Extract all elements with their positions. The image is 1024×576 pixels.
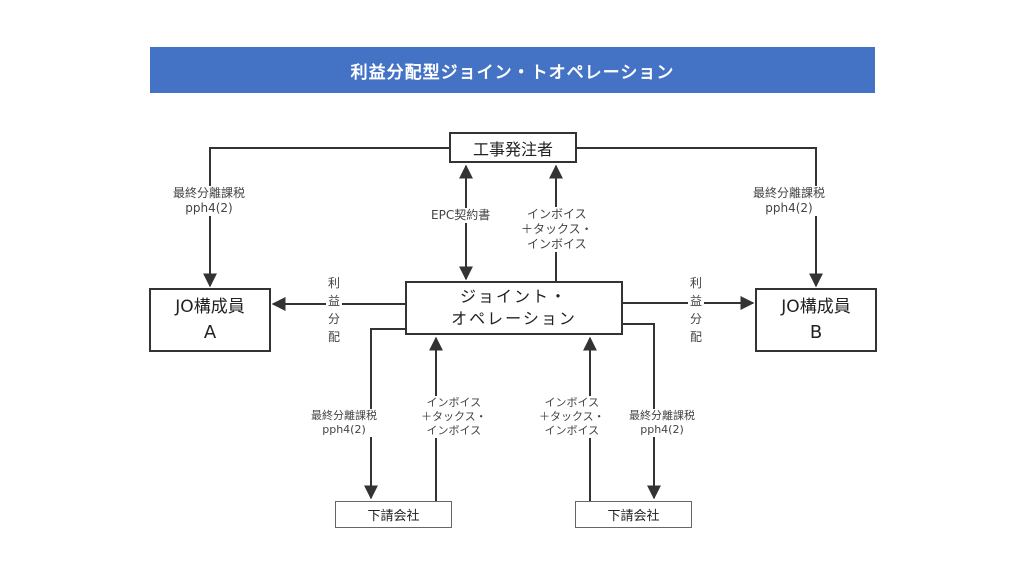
profit-label-a: 利益分配 [326,274,342,346]
invoice-text-3: インボイス [426,424,482,437]
member-a-letter: A [203,322,217,343]
epc-label: EPC契約書 [430,208,492,223]
tax-text-1: 最終分離課税 [629,409,695,422]
tax-text-2: pph4(2) [322,423,366,436]
invoice-text-3: インボイス [544,424,600,437]
invoice-text-1: インボイス [426,396,482,409]
member-a-label: JO構成員 [175,297,245,317]
tax-text-2: pph4(2) [765,201,813,215]
profit-label-b: 利益分配 [688,274,704,346]
subcontractor-1-label: 下請会社 [367,509,420,524]
tax-label-sub1: 最終分離課税 pph4(2) [310,409,378,437]
tax-text-1: 最終分離課税 [311,409,377,422]
invoice-text-2: ＋タックス・ [421,410,487,423]
invoice-text-2: ＋タックス・ [539,410,605,423]
member-b-letter: B [809,322,823,343]
subcontractor-1-node: 下請会社 [335,501,452,528]
jo-label-line2: オペレーション [451,309,577,328]
tax-label-owner-b: 最終分離課税 pph4(2) [752,186,827,216]
owner-to-member-b-line [577,147,823,288]
joint-operation-node: ジョイント・ オペレーション [405,281,623,335]
tax-label-sub2: 最終分離課税 pph4(2) [628,409,696,437]
subcontractor-2-node: 下請会社 [575,501,692,528]
jo-to-sub1-tax-line [364,328,405,500]
tax-text-1: 最終分離課税 [753,186,826,200]
owner-to-member-a-line [203,147,449,288]
owner-node: 工事発注者 [449,132,577,163]
tax-text-2: pph4(2) [640,423,684,436]
invoice-text-1: インボイス [527,207,587,221]
invoice-text-3: インボイス [527,237,587,251]
invoice-label-owner: インボイス ＋タックス・ インボイス [520,207,594,252]
tax-text-2: pph4(2) [185,201,233,215]
tax-text-1: 最終分離課税 [173,186,246,200]
invoice-label-sub1: インボイス ＋タックス・ インボイス [420,396,488,438]
member-b-node: JO構成員 B [755,288,877,352]
member-a-node: JO構成員 A [149,288,271,352]
jo-to-sub2-tax-line [623,323,661,500]
invoice-label-sub2: インボイス ＋タックス・ インボイス [538,396,606,438]
invoice-text-2: ＋タックス・ [521,222,593,236]
tax-label-owner-a: 最終分離課税 pph4(2) [172,186,247,216]
jo-label-line1: ジョイント・ [459,287,568,306]
subcontractor-2-label: 下請会社 [607,509,660,524]
member-b-label: JO構成員 [781,297,851,317]
invoice-text-1: インボイス [544,396,600,409]
owner-label: 工事発注者 [472,139,553,159]
epc-text: EPC契約書 [431,208,491,222]
diagram-title: 利益分配型ジョイン・トオペレーション [150,47,875,93]
